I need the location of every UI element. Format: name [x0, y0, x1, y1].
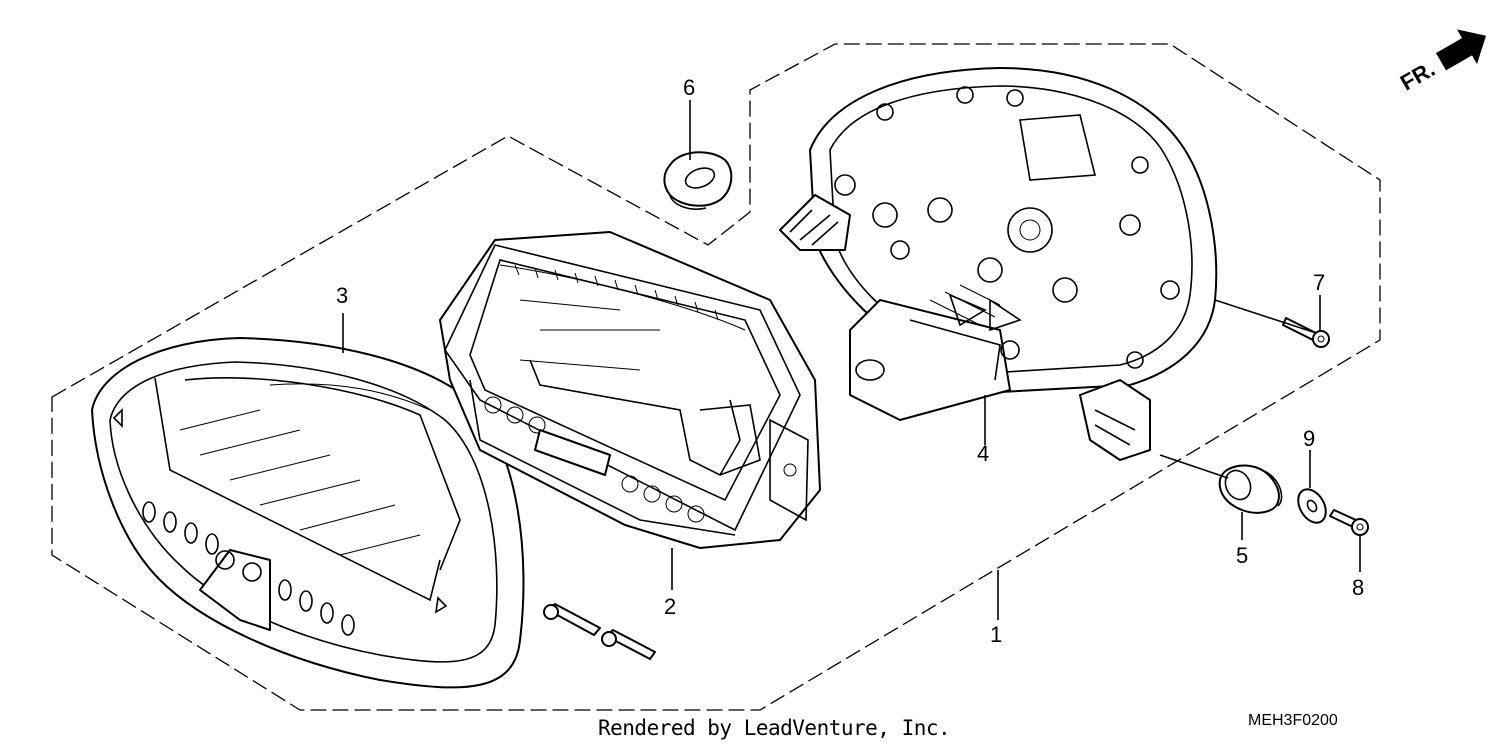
callout-7: 7: [1313, 270, 1325, 295]
diagram-code: MEH3F0200: [1248, 712, 1338, 729]
arrow-right-icon: [1436, 29, 1487, 71]
grommet-top: [663, 151, 733, 210]
rendered-by-footer: Rendered by LeadVenture, Inc.: [598, 716, 951, 740]
callout-6: 6: [683, 75, 695, 100]
callout-8: 8: [1352, 575, 1364, 600]
callout-5: 5: [1236, 543, 1248, 568]
callout-1: 1: [990, 622, 1002, 647]
callout-2: 2: [664, 594, 676, 619]
combination-meter: [439, 231, 821, 549]
collar-part-5: [1218, 464, 1283, 514]
callout-3: 3: [336, 283, 348, 308]
small-screws: [543, 603, 656, 660]
front-label: FR.: [1396, 56, 1439, 95]
meter-case-cover: [91, 337, 525, 689]
screw-part-7: [1282, 317, 1330, 348]
assembly-boundary-dashed: [51, 43, 1381, 711]
callout-4: 4: [977, 441, 989, 466]
washer-part-9: [1297, 488, 1327, 524]
leader-lines: [342, 100, 1361, 620]
callout-9: 9: [1303, 426, 1315, 451]
screw-part-8: [1329, 509, 1369, 536]
meter-case: [779, 67, 1218, 461]
front-direction-arrow: FR.: [1396, 29, 1487, 95]
